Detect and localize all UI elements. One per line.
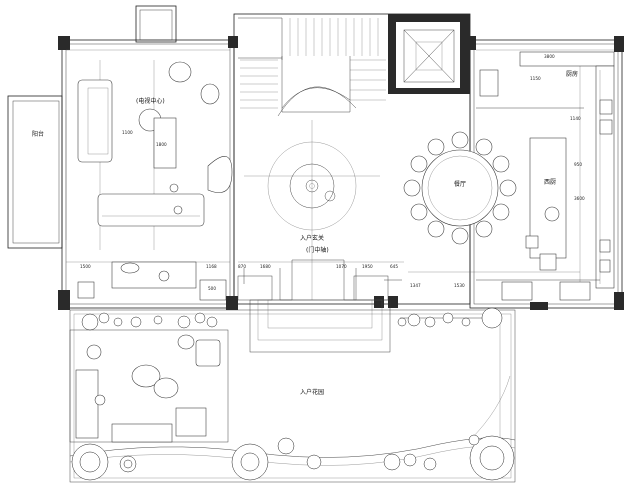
label-courtyard: 入户花园 (300, 388, 324, 396)
label-kitchen: 厨房 (566, 70, 578, 78)
dim-text: 1140 (570, 116, 581, 121)
room-labels: 阳台 (电视中心) 入户玄关 (门中轴) 餐厅 西厨 厨房 入户花园 (32, 70, 578, 396)
dim-text: 3800 (544, 54, 555, 59)
dim-text: 1150 (530, 76, 541, 81)
dim-text: 1500 (80, 264, 91, 269)
dim-text: 1100 (122, 130, 133, 135)
label-balcony: 阳台 (32, 130, 44, 138)
dim-text: 1950 (362, 264, 373, 269)
planting (71, 307, 515, 481)
wall-blocks (58, 14, 624, 310)
label-entrance-sub: (门中轴) (306, 246, 329, 254)
dimension-texts: 1100 1800 1500 1168 1680 1070 1950 1347 … (80, 54, 585, 291)
dim-text: 500 (208, 286, 216, 291)
dim-text: 3600 (574, 196, 585, 201)
dim-text: 1530 (454, 283, 465, 288)
dim-text: 1347 (410, 283, 421, 288)
label-dining: 餐厅 (454, 180, 466, 188)
dining-table (403, 131, 517, 245)
label-tv-area: (电视中心) (136, 97, 165, 105)
dim-text: 1070 (336, 264, 347, 269)
courtyard-furniture (69, 317, 516, 466)
living-room-furniture (61, 61, 233, 301)
label-entrance-hall: 入户玄关 (300, 234, 324, 242)
dim-text: 950 (574, 162, 582, 167)
dim-text: 645 (390, 264, 398, 269)
elevator (403, 29, 455, 83)
dining-chairs (403, 131, 517, 245)
dim-text: 1680 (260, 264, 271, 269)
label-western-kitchen: 西厨 (544, 179, 556, 186)
kitchen-furniture (476, 51, 615, 301)
dim-text: 1800 (156, 142, 167, 147)
entrance-hall (237, 141, 402, 353)
dim-text: 870 (238, 264, 246, 269)
dim-text: 1168 (206, 264, 217, 269)
staircase (238, 17, 386, 117)
